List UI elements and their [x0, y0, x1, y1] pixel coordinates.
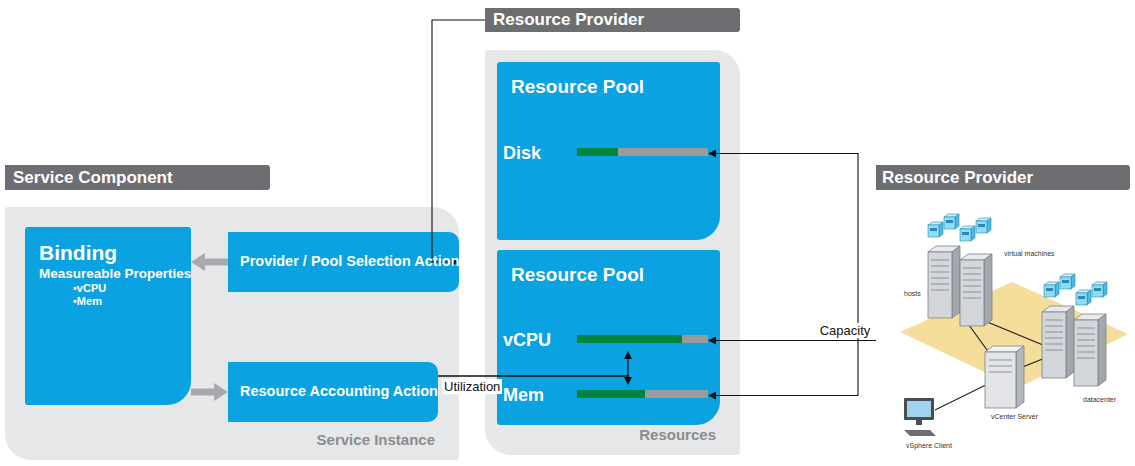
illustration-label: datacenter	[1082, 396, 1117, 403]
usage-bar	[577, 390, 708, 398]
label-holder: vSphere Client	[905, 442, 953, 449]
connector-label: Utilization	[442, 379, 502, 394]
panel-label: Resources	[639, 426, 716, 443]
group-panel: DiskResource PoolvCPUMemResource PoolRes…	[485, 50, 740, 455]
binding-box: BindingMeasureable Properties•vCPU•Mem	[25, 227, 191, 405]
band-title: Service Component	[13, 168, 173, 188]
band-title: Resource Provider	[493, 10, 644, 30]
vcenter-server	[985, 346, 1024, 408]
action-box: Provider / Pool Selection Action	[228, 232, 459, 292]
section-band: Resource Provider	[485, 8, 740, 32]
section-band: Service Component	[5, 165, 270, 190]
connector-label: Capacity	[818, 323, 873, 338]
illustration-label: vCenter Server	[990, 413, 1039, 420]
host-server	[928, 246, 960, 318]
virtual-machine	[1060, 274, 1075, 289]
virtual-machine	[960, 226, 975, 241]
resource-bar-row: Disk	[503, 143, 708, 164]
usage-bar	[577, 148, 708, 156]
flow-arrow	[205, 259, 228, 266]
pool-title: Resource Pool	[511, 264, 706, 286]
illustration-label: virtual machines	[1003, 250, 1056, 257]
resource-name: vCPU	[503, 330, 551, 351]
connector-arrow	[438, 376, 628, 377]
binding-text: •vCPU	[39, 282, 181, 296]
connector-arrow	[716, 340, 876, 341]
label-holder: hosts	[903, 290, 922, 297]
client-computer	[904, 398, 936, 436]
host-server	[960, 254, 992, 326]
resource-pool-box: vCPU Mem Resource Pool	[497, 250, 720, 425]
illustration-label: hosts	[903, 290, 922, 297]
band-title: Resource Provider	[876, 165, 1130, 190]
virtual-machine	[1092, 282, 1107, 297]
resource-bar-row: Mem	[503, 385, 708, 406]
usage-fill	[577, 148, 618, 156]
virtual-machine	[976, 218, 991, 233]
connector-arrow	[716, 341, 876, 396]
host-server	[1042, 306, 1074, 378]
connector-arrow	[716, 154, 876, 341]
usage-bar	[577, 335, 708, 343]
usage-fill	[577, 390, 645, 398]
action-label: Provider / Pool Selection Action	[240, 253, 451, 270]
panel-label: Service Instance	[317, 431, 435, 448]
label-holder: datacenter	[1082, 396, 1117, 403]
binding-text: Binding	[39, 241, 181, 264]
illustration-label: vSphere Client	[905, 442, 953, 449]
binding-text: Measureable Properties	[39, 266, 181, 282]
resource-name: Disk	[503, 143, 541, 164]
group-panel: BindingMeasureable Properties•vCPU•Mem Pr…	[5, 207, 459, 460]
label-holder: Capacity	[818, 323, 873, 338]
virtual-machine	[944, 214, 959, 229]
host-server	[1074, 314, 1106, 386]
connector-arrow	[438, 359, 628, 376]
resource-bar-row: vCPU	[503, 330, 708, 351]
flow-arrow	[191, 389, 214, 396]
resource-name: Mem	[503, 385, 544, 406]
usage-fill	[577, 335, 682, 343]
label-holder: Utilization	[442, 379, 502, 394]
resource-pool-box: Disk Resource Pool	[497, 62, 720, 240]
pool-title: Resource Pool	[511, 76, 706, 98]
action-box: Resource Accounting Action	[228, 362, 438, 422]
network-line	[935, 310, 1060, 410]
virtual-machine	[1044, 282, 1059, 297]
connector-arrow	[432, 20, 485, 262]
resource-provider: Resource Provider	[876, 165, 1130, 455]
virtual-machine	[928, 222, 943, 237]
virtual-machine	[1076, 290, 1091, 305]
action-label: Resource Accounting Action	[240, 383, 430, 400]
label-holder: virtual machines	[1003, 250, 1056, 257]
label-holder: vCenter Server	[990, 413, 1039, 420]
binding-text: •Mem	[39, 295, 181, 309]
